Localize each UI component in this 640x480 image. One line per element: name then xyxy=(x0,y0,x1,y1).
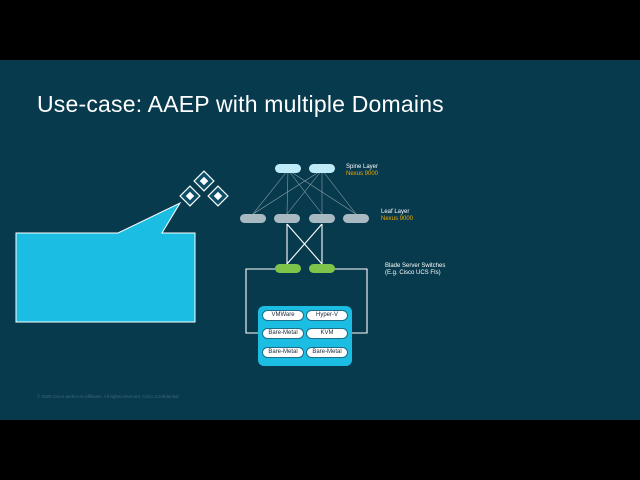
spine-leaf-links xyxy=(252,169,357,215)
slide-title: Use-case: AAEP with multiple Domains xyxy=(37,91,444,117)
leaf-layer-model: Nexus 9000 xyxy=(381,216,414,222)
callout-box xyxy=(15,201,196,323)
blade-layer-title: Blade Server Switches xyxy=(385,263,446,269)
server-bare-metal-2: Bare-Metal xyxy=(262,347,304,358)
leaf-layer-label: Leaf Layer Nexus 9000 xyxy=(381,209,413,223)
leaf-layer-title: Leaf Layer xyxy=(381,209,410,215)
topology-diagram xyxy=(15,164,369,366)
spine-layer-title: Spine Layer xyxy=(346,164,379,170)
spine-switch-2 xyxy=(309,164,335,173)
blade-server-links xyxy=(245,268,368,334)
server-kvm: KVM xyxy=(306,328,348,339)
server-vmware: VMWare xyxy=(262,310,304,321)
blade-layer-label: Blade Server Switches (E.g. Cisco UCS FI… xyxy=(385,263,445,277)
copyright-footer: © 2020 Cisco and/or its affiliates. All … xyxy=(37,394,179,399)
spine-layer-label: Spine Layer Nexus 9000 xyxy=(346,164,378,178)
server-bare-metal-1: Bare-Metal xyxy=(262,328,304,339)
spine-switch-1 xyxy=(275,164,301,173)
leaf-switch-1 xyxy=(240,214,266,223)
server-bare-metal-3: Bare-Metal xyxy=(306,347,348,358)
spine-layer-model: Nexus 9000 xyxy=(346,171,379,177)
leaf-switch-3 xyxy=(309,214,335,223)
leaf-blade-links xyxy=(286,223,323,265)
blade-switch-2 xyxy=(309,264,335,273)
server-hyper-v: Hyper-V xyxy=(306,310,348,321)
letterbox-bottom xyxy=(0,420,640,480)
leaf-switch-4 xyxy=(343,214,369,223)
diamond-cluster-icon xyxy=(179,170,229,207)
slide: Use-case: AAEP with multiple Domains xyxy=(0,60,640,420)
leaf-switch-2 xyxy=(274,214,300,223)
blade-switch-1 xyxy=(275,264,301,273)
blade-layer-sublabel: (E.g. Cisco UCS FIs) xyxy=(385,270,441,276)
letterbox-top xyxy=(0,0,640,60)
